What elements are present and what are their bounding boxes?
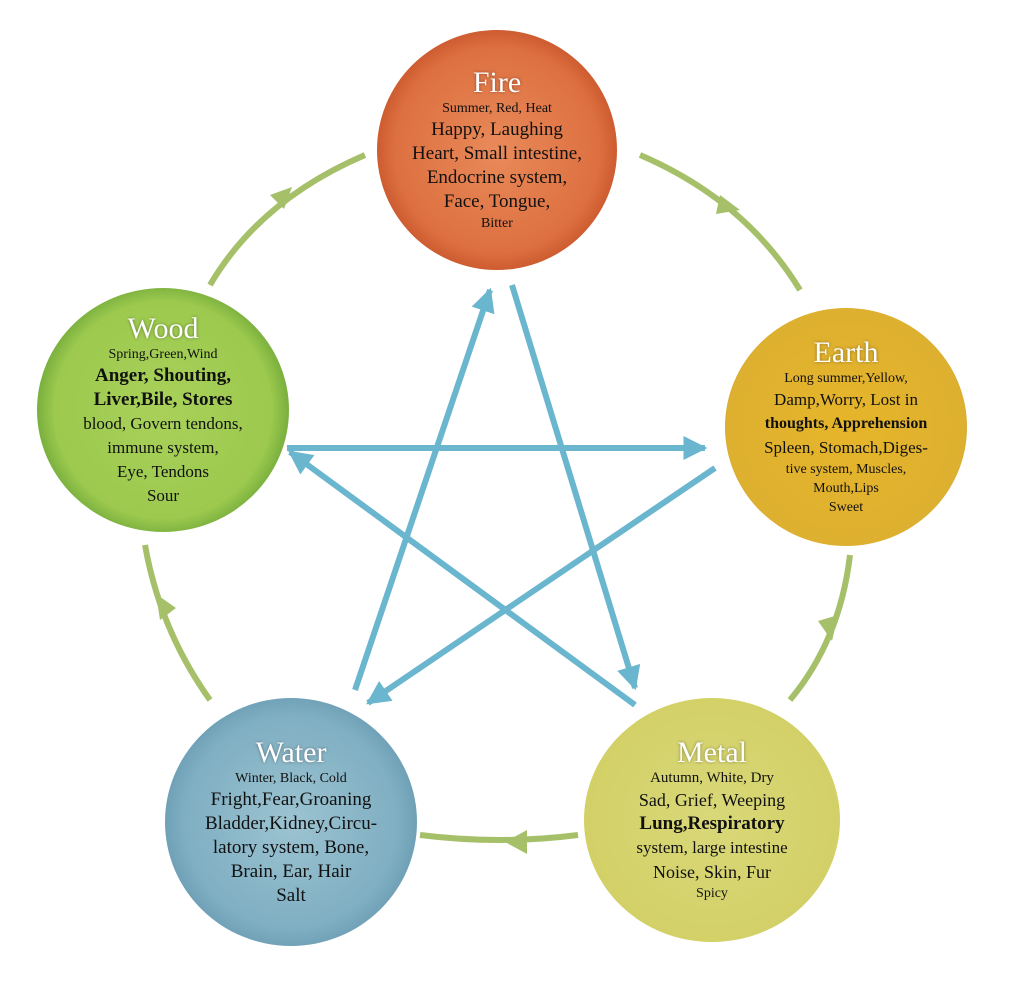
element-line: Liver,Bile, Stores bbox=[93, 388, 233, 410]
element-line: Fright,Fear,Groaning bbox=[210, 788, 372, 810]
element-line: Spring,Green,Wind bbox=[108, 346, 218, 362]
arrow-earth-to-metal bbox=[787, 554, 853, 702]
element-line: Bitter bbox=[481, 216, 513, 231]
element-line: Bladder,Kidney,Circu- bbox=[204, 812, 378, 834]
arrow-water-controls-fire bbox=[352, 287, 495, 691]
element-line: Winter, Black, Cold bbox=[235, 770, 347, 786]
element-line: Summer, Red, Heat bbox=[442, 101, 552, 116]
element-line: Long summer,Yellow, bbox=[784, 371, 908, 386]
element-title: Water bbox=[255, 735, 327, 769]
element-line: Sad, Grief, Weeping bbox=[638, 790, 786, 810]
element-line: Mouth,Lips bbox=[813, 481, 879, 496]
element-water: Water Winter, Black, Cold Fright,Fear,Gr… bbox=[165, 698, 417, 946]
element-earth: Earth Long summer,Yellow, Damp,Worry, Lo… bbox=[725, 308, 967, 546]
element-line: Lung,Respiratory bbox=[639, 813, 785, 834]
element-line: system, large intestine bbox=[636, 838, 788, 857]
element-title: Wood bbox=[127, 311, 199, 345]
element-title: Earth bbox=[813, 336, 879, 369]
arrow-metal-to-water bbox=[419, 832, 579, 843]
element-line: latory system, Bone, bbox=[212, 836, 370, 858]
element-line: Face, Tongue, bbox=[443, 191, 551, 212]
element-fire: Fire Summer, Red, Heat Happy, Laughing H… bbox=[377, 30, 617, 270]
element-line: blood, Govern tendons, bbox=[83, 413, 243, 433]
element-line: Brain, Ear, Hair bbox=[230, 860, 352, 882]
arrow-wood-to-fire bbox=[207, 152, 367, 287]
arrow-earth-controls-water bbox=[366, 465, 717, 706]
arrow-fire-controls-metal bbox=[509, 284, 641, 691]
arrow-water-to-wood bbox=[142, 544, 213, 702]
element-line: tive system, Muscles, bbox=[785, 462, 907, 477]
arrow-metal-controls-wood bbox=[288, 449, 637, 708]
element-title: Metal bbox=[677, 736, 747, 769]
element-metal: Metal Autumn, White, Dry Sad, Grief, Wee… bbox=[584, 698, 840, 942]
element-line: Autumn, White, Dry bbox=[650, 770, 774, 786]
element-title: Fire bbox=[472, 66, 522, 99]
element-line: Sour bbox=[146, 485, 180, 505]
element-line: Spleen, Stomach,Diges- bbox=[764, 438, 928, 457]
arrow-fire-to-earth bbox=[638, 152, 803, 292]
element-line: immune system, bbox=[107, 437, 219, 457]
element-line: Heart, Small intestine, bbox=[412, 143, 582, 164]
element-wood: Wood Spring,Green,Wind Anger, Shouting, … bbox=[37, 288, 289, 532]
element-line: Spicy bbox=[696, 886, 728, 901]
element-line: Happy, Laughing bbox=[431, 119, 563, 140]
element-line: Eye, Tendons bbox=[117, 461, 209, 481]
element-line: thoughts, Apprehension bbox=[764, 415, 928, 432]
element-line: Salt bbox=[276, 884, 306, 906]
element-line: Endocrine system, bbox=[426, 167, 568, 188]
element-line: Anger, Shouting, bbox=[94, 364, 232, 386]
element-line: Noise, Skin, Fur bbox=[652, 862, 771, 882]
element-line: Damp,Worry, Lost in bbox=[774, 390, 918, 409]
element-line: Sweet bbox=[828, 500, 864, 515]
